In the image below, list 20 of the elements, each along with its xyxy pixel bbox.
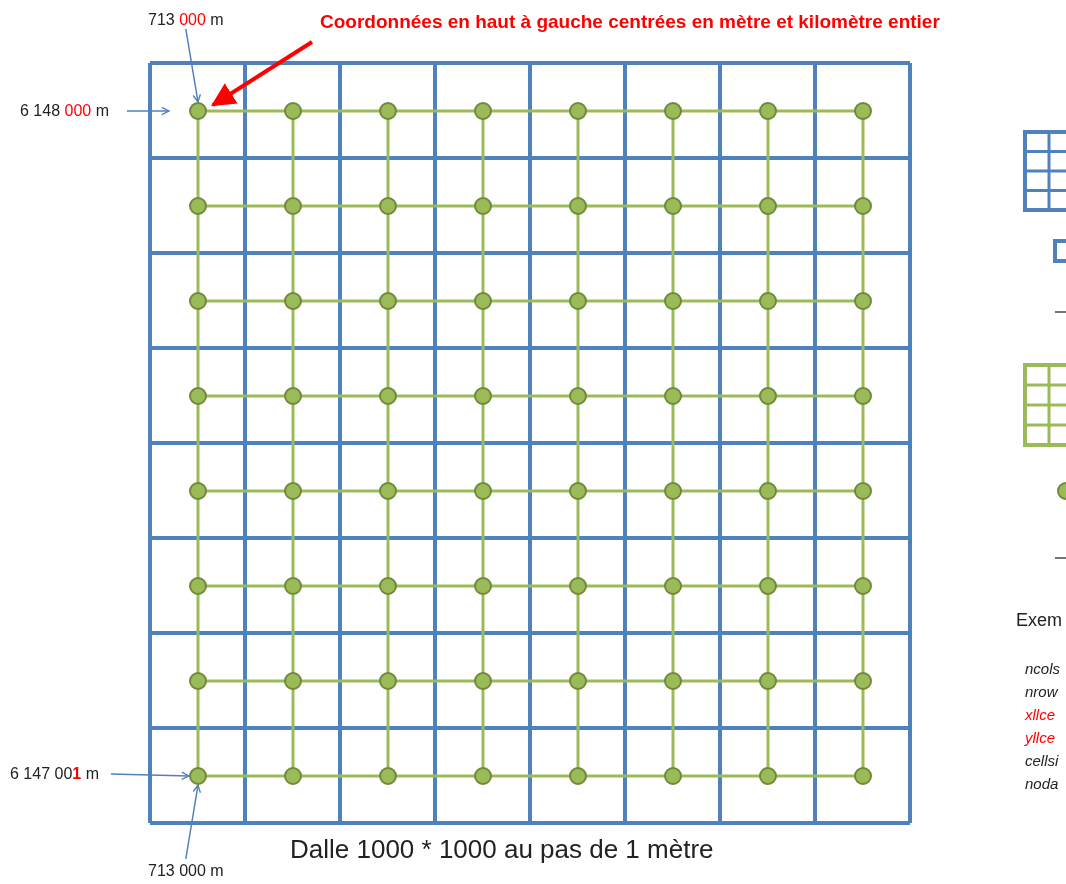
parameter-name: ncols <box>1025 660 1061 677</box>
caption: Dalle 1000 * 1000 au pas de 1 mètre <box>290 834 714 865</box>
coordinate-label: 6 148 000 m <box>20 102 109 120</box>
grid-point <box>189 102 207 120</box>
coordinate-label: 6 147 001 m <box>10 765 99 783</box>
coordinate-label: 713 000 m <box>148 11 224 29</box>
arrow <box>110 771 190 781</box>
parameter-name: cellsi <box>1025 752 1059 769</box>
arrow <box>185 28 202 103</box>
section-heading: Exem <box>1016 610 1062 631</box>
arrow <box>126 106 170 116</box>
arrow <box>211 40 314 107</box>
parameter-name: noda <box>1025 775 1059 792</box>
parameter-name: yllce <box>1025 729 1055 746</box>
coordinate-label: 713 000 m <box>148 862 224 880</box>
parameter-name: nrow <box>1025 683 1058 700</box>
parameter-name: xllce <box>1025 706 1055 723</box>
grid-point <box>189 767 207 785</box>
annotation-text: Coordonnées en haut à gauche centrées en mètre et kilomètre entier <box>320 11 940 33</box>
arrow <box>185 784 202 860</box>
